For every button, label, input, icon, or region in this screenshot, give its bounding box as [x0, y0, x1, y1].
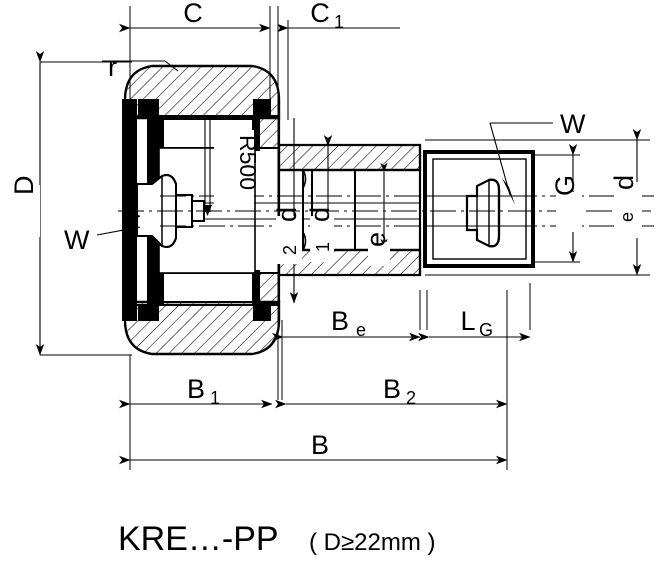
dim-B2: B 2: [275, 374, 508, 409]
dim-C1-sub: 1: [334, 12, 344, 32]
dim-d2-sub: 2: [280, 245, 300, 255]
title-designation: KRE…-PP: [118, 520, 279, 558]
dim-de: d e: [609, 129, 642, 276]
w-right-callout: W: [489, 109, 586, 205]
dim-Be: B e: [272, 306, 421, 342]
dim-d1-label: d: [305, 207, 335, 222]
r500-callout: R500: [203, 119, 261, 216]
dim-d1: d 1: [305, 135, 335, 262]
dim-C: C: [119, 0, 271, 33]
w-left-label: W: [64, 225, 90, 255]
r500-label: R500: [235, 135, 261, 190]
w-left-callout: W: [64, 206, 141, 255]
dim-d2: d 2: [272, 118, 302, 304]
dim-B-label: B: [311, 430, 329, 460]
outer-ring: [123, 64, 281, 356]
dim-G: G: [550, 144, 582, 263]
dim-B2-sub: 2: [406, 388, 416, 408]
corner-radius-callout: r: [102, 52, 179, 82]
dim-C-label: C: [183, 0, 203, 28]
dim-B2-label: B: [383, 374, 401, 404]
dim-Be-label: B: [331, 306, 349, 336]
dim-LG: L G: [418, 306, 531, 342]
dim-LG-label: L: [460, 306, 475, 336]
dim-e: e: [361, 162, 391, 266]
dim-B1: B 1: [119, 374, 273, 409]
dim-B1-sub: 1: [210, 388, 220, 408]
dim-D-label: D: [9, 176, 39, 196]
dim-de-sub: e: [617, 212, 637, 222]
dim-D: D: [9, 51, 45, 356]
title-qualifier: ( D≥22mm ): [309, 529, 436, 556]
dim-C1: C 1: [277, 0, 400, 33]
w-right-label: W: [560, 109, 586, 139]
r-label: r: [108, 52, 117, 82]
dim-LG-sub: G: [479, 320, 493, 340]
dim-B: B: [119, 430, 508, 465]
dim-de-label: d: [609, 175, 639, 190]
threaded-stud-end: [423, 150, 535, 268]
dim-d1-sub: 1: [313, 242, 333, 252]
dim-C1-label: C: [310, 0, 330, 28]
seal-corners: [138, 99, 271, 321]
dim-G-label: G: [550, 175, 580, 196]
dim-d2-label: d: [272, 207, 302, 222]
dim-Be-sub: e: [356, 320, 366, 340]
left-lubrication-nipple: [136, 174, 205, 248]
dim-B1-label: B: [187, 374, 205, 404]
dim-e-label: e: [361, 232, 391, 247]
